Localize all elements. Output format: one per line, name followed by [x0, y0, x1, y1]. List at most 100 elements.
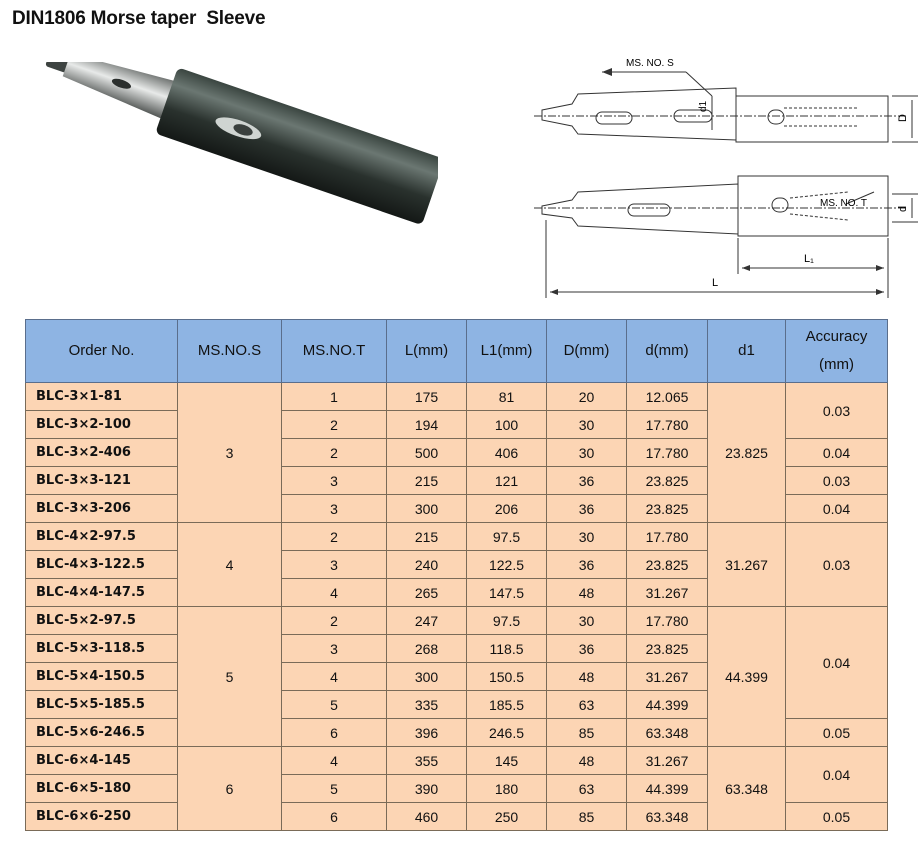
header-ms-no-s: MS.NO.S	[177, 319, 282, 383]
ms-s-group-cell: 5	[177, 606, 282, 747]
D-cell: 85	[546, 718, 627, 747]
d1-label: d1	[698, 100, 709, 112]
order-no-cell: BLC-5×5-185.5	[25, 690, 178, 719]
L1-cell: 118.5	[466, 634, 547, 663]
table-row: BLC-6×5-180 5 390 180 63 44.399	[25, 774, 888, 803]
L-cell: 460	[386, 802, 467, 831]
ms-t-cell: 4	[281, 578, 387, 607]
ms-s-group-cell: 4	[177, 522, 282, 607]
table-row: BLC-5×6-246.5 6 396 246.5 85 63.348 0.05	[25, 718, 888, 747]
table-row: BLC-5×3-118.5 3 268 118.5 36 23.825	[25, 634, 888, 663]
L-cell: 390	[386, 774, 467, 803]
L1-cell: 97.5	[466, 606, 547, 635]
D-cell: 30	[546, 606, 627, 635]
L1-cell: 406	[466, 438, 547, 467]
L1-cell: 122.5	[466, 550, 547, 579]
d1-group-cell: 44.399	[707, 606, 786, 747]
header-ms-no-t: MS.NO.T	[281, 319, 387, 383]
d1-group-cell: 31.267	[707, 522, 786, 607]
ms-t-cell: 3	[281, 466, 387, 495]
sleeve-shank	[62, 62, 176, 119]
D-cell: 36	[546, 634, 627, 663]
L1-cell: 250	[466, 802, 547, 831]
d-cell: 44.399	[626, 774, 708, 803]
ms-t-cell: 2	[281, 606, 387, 635]
ms-t-cell: 4	[281, 746, 387, 775]
L-cell: 194	[386, 410, 467, 439]
d-cell: 31.267	[626, 578, 708, 607]
d-cell: 17.780	[626, 606, 708, 635]
L1-cell: 147.5	[466, 578, 547, 607]
table-row: BLC-4×3-122.5 3 240 122.5 36 23.825	[25, 550, 888, 579]
ms-t-cell: 3	[281, 494, 387, 523]
order-no-cell: BLC-4×4-147.5	[25, 578, 178, 607]
d-cell: 17.780	[626, 410, 708, 439]
L-cell: 265	[386, 578, 467, 607]
ms-no-t-label: MS. NO. T	[820, 198, 867, 209]
sleeve-product-photo	[45, 62, 438, 224]
accuracy-cell: 0.05	[785, 718, 888, 747]
accuracy-cell: 0.04	[785, 494, 888, 523]
L-cell: 500	[386, 438, 467, 467]
ms-t-cell: 5	[281, 690, 387, 719]
d-cell: 23.825	[626, 550, 708, 579]
header-L1: L1(mm)	[466, 319, 547, 383]
d-cell: 63.348	[626, 718, 708, 747]
order-no-cell: BLC-3×1-81	[25, 382, 178, 411]
d-cell: 23.825	[626, 634, 708, 663]
order-no-cell: BLC-6×4-145	[25, 746, 178, 775]
ms-t-cell: 6	[281, 718, 387, 747]
ms-no-s-label: MS. NO. S	[626, 58, 674, 69]
ms-t-cell: 1	[281, 382, 387, 411]
header-accuracy: Accuracy (mm)	[785, 319, 888, 383]
d-cell: 17.780	[626, 438, 708, 467]
L-cell: 215	[386, 522, 467, 551]
order-no-cell: BLC-4×3-122.5	[25, 550, 178, 579]
order-no-cell: BLC-5×3-118.5	[25, 634, 178, 663]
accuracy-cell: 0.04	[785, 746, 888, 803]
d1-group-cell: 23.825	[707, 382, 786, 523]
order-no-cell: BLC-3×3-206	[25, 494, 178, 523]
table-row: BLC-5×5-185.5 5 335 185.5 63 44.399	[25, 690, 888, 719]
d-cell: 31.267	[626, 746, 708, 775]
accuracy-cell: 0.04	[785, 438, 888, 467]
L1-cell: 145	[466, 746, 547, 775]
order-no-cell: BLC-3×3-121	[25, 466, 178, 495]
table-row: BLC-3×3-206 3 300 206 36 23.825 0.04	[25, 494, 888, 523]
L-cell: 247	[386, 606, 467, 635]
ms-s-group-cell: 6	[177, 746, 282, 831]
D-cell: 30	[546, 522, 627, 551]
page-title: DIN1806 Morse taper Sleeve	[12, 8, 266, 29]
order-no-cell: BLC-6×6-250	[25, 802, 178, 831]
order-no-cell: BLC-5×6-246.5	[25, 718, 178, 747]
L-cell: 268	[386, 634, 467, 663]
header-d: d(mm)	[626, 319, 708, 383]
d-label: d	[897, 206, 909, 212]
table-row: BLC-5×2-97.5 5 2 247 97.5 30 17.780 44.3…	[25, 606, 888, 747]
D-cell: 36	[546, 494, 627, 523]
table-row: BLC-6×4-145 6 4 355 145 48 31.267 63.348…	[25, 746, 888, 831]
accuracy-cell: 0.03	[785, 382, 888, 439]
d-cell: 63.348	[626, 802, 708, 831]
specification-table: Order No. MS.NO.S MS.NO.T L(mm) L1(mm) D…	[25, 319, 888, 831]
header-D: D(mm)	[546, 319, 627, 383]
order-no-cell: BLC-3×2-100	[25, 410, 178, 439]
L1-cell: 81	[466, 382, 547, 411]
table-row: BLC-4×2-97.5 4 2 215 97.5 30 17.780 31.2…	[25, 522, 888, 607]
table-row: BLC-5×4-150.5 4 300 150.5 48 31.267	[25, 662, 888, 691]
ms-t-cell: 5	[281, 774, 387, 803]
ms-s-group-cell: 3	[177, 382, 282, 523]
L-cell: 215	[386, 466, 467, 495]
d-cell: 12.065	[626, 382, 708, 411]
table-header-row: Order No. MS.NO.S MS.NO.T L(mm) L1(mm) D…	[25, 319, 888, 383]
accuracy-cell: 0.05	[785, 802, 888, 831]
order-no-cell: BLC-3×2-406	[25, 438, 178, 467]
ms-t-cell: 2	[281, 410, 387, 439]
D-cell: 63	[546, 774, 627, 803]
accuracy-cell: 0.03	[785, 522, 888, 607]
sleeve-tang	[45, 62, 71, 73]
header-L: L(mm)	[386, 319, 467, 383]
D-cell: 20	[546, 382, 627, 411]
d1-group-cell: 63.348	[707, 746, 786, 831]
L-cell: 300	[386, 662, 467, 691]
